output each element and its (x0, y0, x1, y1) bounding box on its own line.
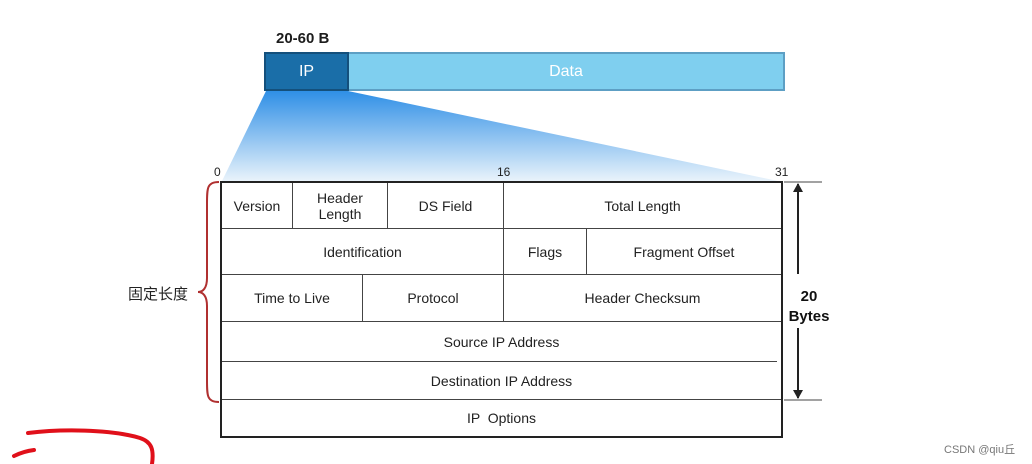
bytes-dimension-arrow (784, 181, 822, 401)
row-divider (222, 228, 781, 229)
row-divider (222, 399, 781, 400)
bytes-unit: Bytes (788, 308, 830, 325)
fan-polygon (222, 91, 778, 181)
field-ds-field: DS Field (418, 197, 473, 214)
fixed-length-brace (197, 181, 220, 403)
field-ttl: Time to Live (254, 290, 330, 306)
watermark: CSDN @qiu丘 (944, 444, 1016, 456)
field-fragment-offset: Fragment Offset (633, 243, 735, 260)
col-divider (586, 228, 587, 274)
row-divider (222, 274, 781, 275)
row-divider (222, 321, 781, 322)
fixed-length-label: 固定长度 (128, 285, 189, 303)
col-divider (362, 274, 363, 321)
data-payload-block: Data (349, 52, 785, 91)
bit-index-16: 16 (497, 165, 511, 179)
row-divider (222, 361, 777, 362)
red-scribble (12, 428, 155, 464)
ip-header-block: IP (264, 52, 349, 91)
field-version: Version (233, 197, 281, 214)
field-ip-options: IP Options (466, 410, 536, 426)
col-divider (503, 183, 504, 321)
field-total-length: Total Length (604, 197, 681, 214)
field-flags: Flags (527, 243, 563, 260)
field-header-length: Header Length (317, 189, 363, 222)
col-divider (292, 183, 293, 228)
field-source-ip: Source IP Address (443, 333, 560, 350)
col-divider (387, 183, 388, 228)
header-size-label: 20-60 B (276, 30, 330, 47)
twenty-bytes-label: 20 Bytes (785, 287, 833, 327)
field-destination-ip: Destination IP Address (430, 372, 573, 389)
bytes-number: 20 (800, 288, 818, 305)
field-header-checksum: Header Checksum (584, 290, 701, 306)
bit-index-31: 31 (775, 165, 789, 179)
field-protocol: Protocol (407, 290, 459, 306)
bit-index-0: 0 (214, 165, 221, 179)
field-identification: Identification (323, 243, 402, 260)
ip-header-table: Version Header Length DS Field Total Len… (220, 181, 783, 438)
